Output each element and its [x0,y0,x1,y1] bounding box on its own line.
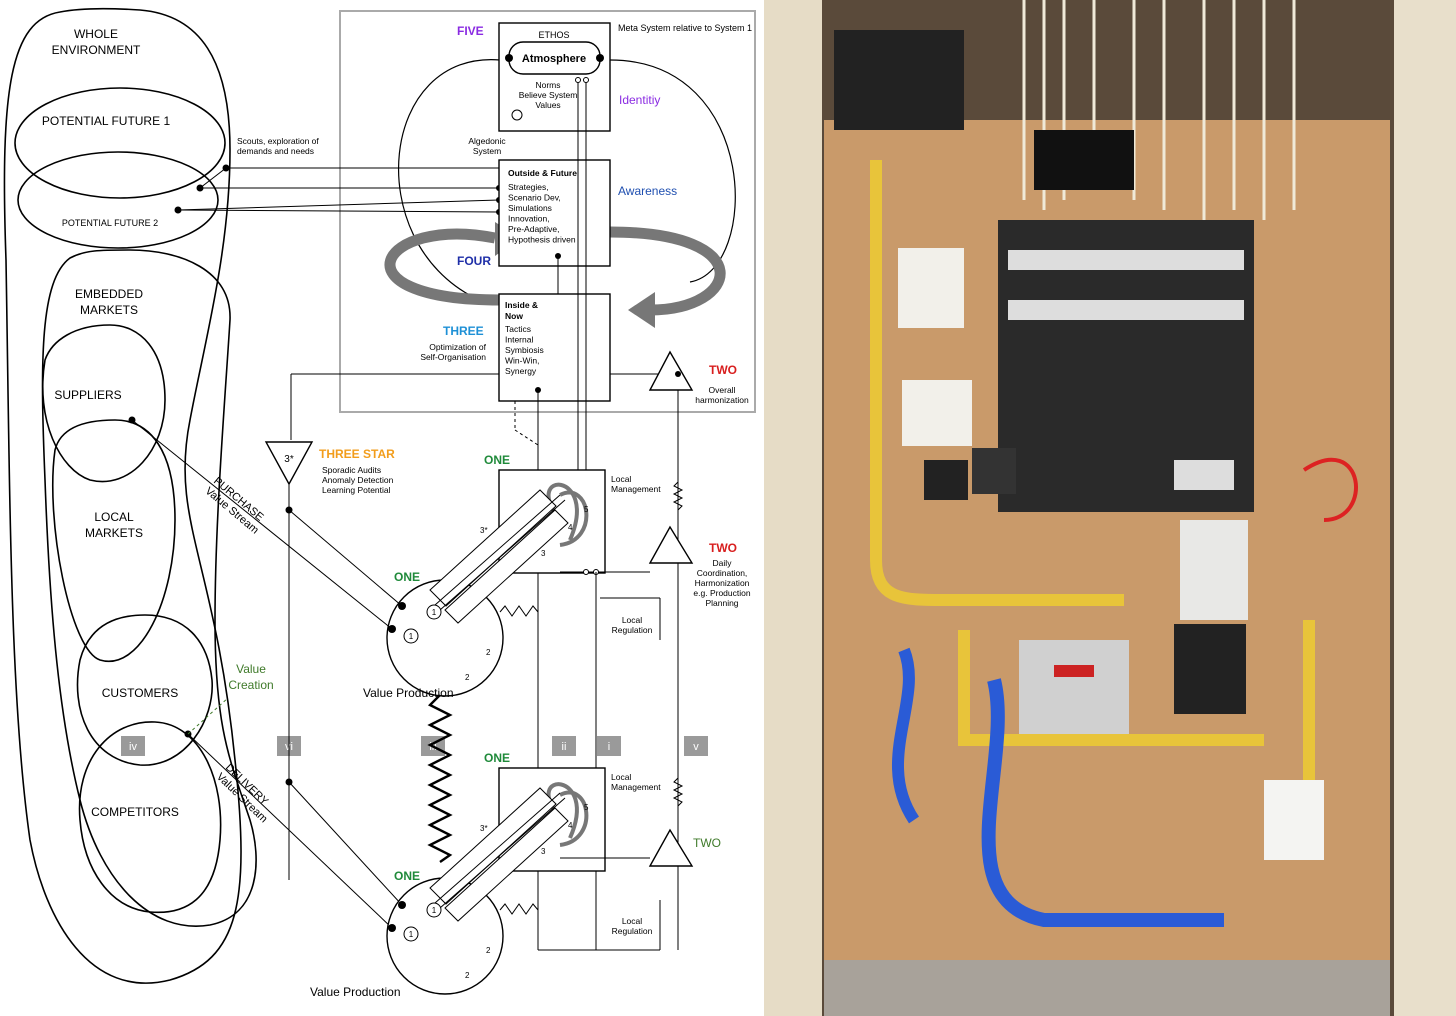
two-mid-triangle [648,525,694,564]
svg-text:4: 4 [568,523,573,532]
svg-text:2: 2 [486,648,491,657]
svg-text:3*: 3* [480,526,488,535]
four-label: FOUR [457,254,491,268]
one-upper-circle-label: ONE [394,570,420,584]
channel-boxes: iv vi iii ii i v [121,736,708,756]
env-future2-label: POTENTIAL FUTURE 2 [62,218,158,228]
channel-v: v [693,741,699,753]
five-label: FIVE [457,24,484,38]
two-low-label: TWO [693,836,721,850]
svg-text:5: 5 [584,505,589,514]
identity-label: Identitiy [619,93,660,107]
svg-text:1: 1 [432,608,437,617]
svg-text:3*: 3* [480,824,488,833]
svg-text:1: 1 [409,930,414,939]
scouts-lines [177,167,500,213]
gas-meter [1019,640,1129,740]
two-low-triangle [648,828,694,867]
system-five-box [498,22,611,132]
three-star-label: THREE STAR [319,447,395,461]
value-production-upper: Value Production [363,686,454,700]
ethos-label: ETHOS [538,30,569,40]
two-top-triangle [648,350,694,391]
environment-shapes [3,7,257,984]
three-label: THREE [443,324,484,338]
purchase-label: PURCHASEValue Stream [203,475,269,536]
delivery-label: DELIVERYValue Stream [214,762,279,826]
env-future1-label: POTENTIAL FUTURE 1 [42,114,171,128]
svg-text:1: 1 [409,632,414,641]
three-star-triangle [264,441,314,486]
svg-text:3: 3 [541,847,546,856]
three-title: Inside &Now [505,300,538,321]
four-title: Outside & Future [508,168,577,178]
svg-text:4: 4 [568,821,573,830]
env-competitors-label: COMPETITORS [91,805,179,819]
awareness-label: Awareness [618,184,677,198]
one-lower-label: ONE [484,751,510,765]
meta-system-label: Meta System relative to System 1 [618,23,752,33]
one-upper-label: ONE [484,453,510,467]
two-top-label: TWO [709,363,737,377]
svg-text:2: 2 [486,946,491,955]
lightbulb-icon [511,109,523,121]
channel-iv: iv [129,741,137,753]
svg-text:2: 2 [465,673,470,682]
utility-closet-photo [764,0,1456,1016]
system-three-box [498,293,611,402]
svg-text:2: 2 [465,971,470,980]
value-production-lower: Value Production [310,985,401,999]
svg-text:5: 5 [584,803,589,812]
channel-ii: ii [562,741,567,753]
one-lower-circle-label: ONE [394,869,420,883]
system-four-box [498,159,611,267]
photo-illustration [764,0,1456,1016]
three-star-symbol: 3* [284,454,294,465]
channel-i: i [608,741,610,753]
svg-text:3: 3 [541,549,546,558]
env-suppliers-label: SUPPLIERS [54,388,121,402]
env-customers-label: CUSTOMERS [102,686,178,700]
two-mid-label: TWO [709,541,737,555]
atmosphere-label: Atmosphere [522,53,586,65]
svg-text:1: 1 [432,906,437,915]
